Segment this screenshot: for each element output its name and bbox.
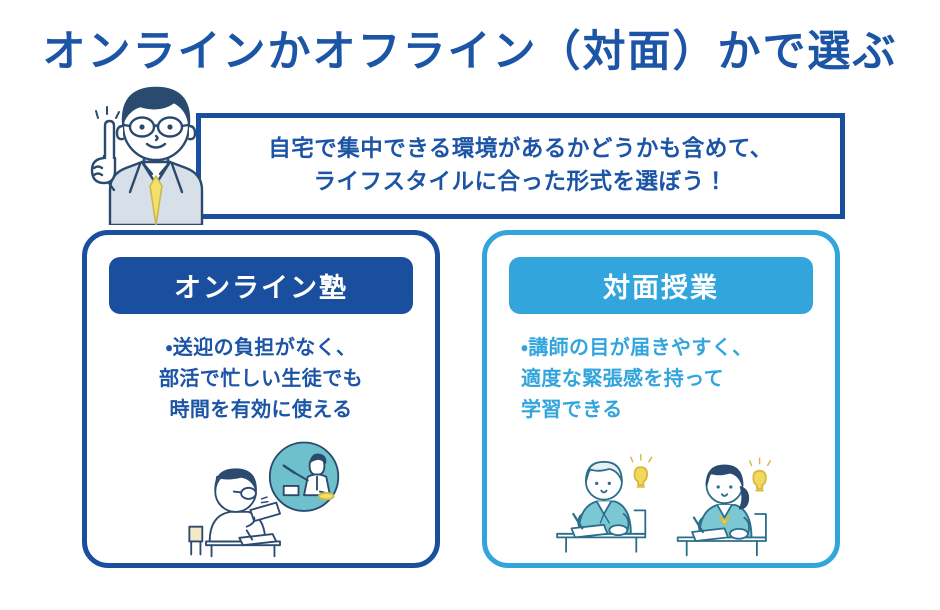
card-offline-header: 対面授業 — [509, 257, 813, 314]
card-online-line-1: ・送迎の負担がなく、 — [165, 337, 357, 359]
card-offline-line-3: 学習できる — [521, 399, 623, 421]
card-online-body: ・送迎の負担がなく、 部活で忙しい生徒でも 時間を有効に使える — [87, 333, 435, 426]
card-online-header: オンライン塾 — [109, 257, 413, 314]
classroom-students-illustration — [487, 439, 835, 559]
teacher-pointing-icon — [74, 80, 224, 227]
callout-text: 自宅で集中できる環境があるかどうかも含めて、 ライフスタイルに合った形式を選ぼう… — [201, 118, 840, 214]
page-title: オンラインかオフライン（対面）かで選ぶ — [42, 28, 898, 76]
card-offline-body: ・講師の目が届きやすく、 適度な緊張感を持って 学習できる — [487, 333, 835, 426]
card-online-line-3: 時間を有効に使える — [169, 399, 353, 421]
card-offline-line-2: 適度な緊張感を持って — [521, 368, 724, 390]
online-lesson-illustration — [87, 429, 435, 559]
card-online[interactable]: オンライン塾 ・送迎の負担がなく、 部活で忙しい生徒でも 時間を有効に使える — [82, 230, 440, 568]
callout-line-2: ライフスタイルに合った形式を選ぼう！ — [313, 169, 728, 194]
card-offline[interactable]: 対面授業 ・講師の目が届きやすく、 適度な緊張感を持って 学習できる — [482, 230, 840, 568]
card-online-line-2: 部活で忙しい生徒でも — [159, 368, 363, 390]
callout-box: 自宅で集中できる環境があるかどうかも含めて、 ライフスタイルに合った形式を選ぼう… — [196, 113, 845, 219]
callout-line-1: 自宅で集中できる環境があるかどうかも含めて、 — [268, 136, 773, 162]
card-offline-line-1: ・講師の目が届きやすく、 — [521, 337, 753, 359]
